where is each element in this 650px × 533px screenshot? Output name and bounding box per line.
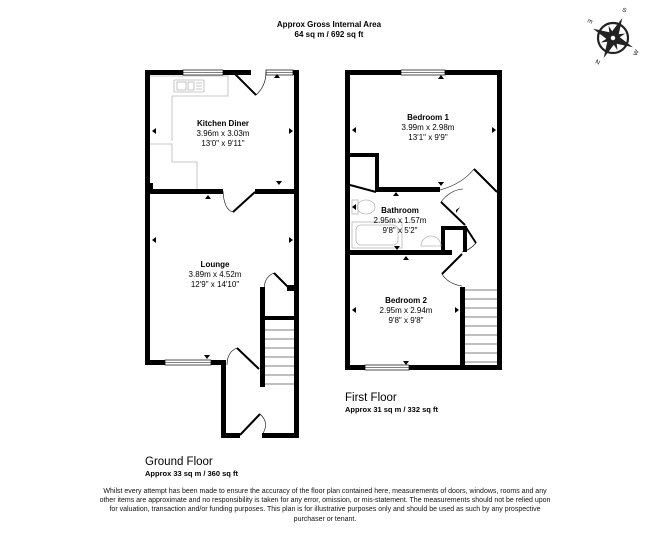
ground-floor-title: Ground Floor xyxy=(145,456,213,468)
room-lounge: Lounge 3.89m x 4.52m 12'9" x 14'10" xyxy=(189,260,242,290)
room-imperial: 13'0" x 9'11" xyxy=(201,139,245,148)
room-name: Bedroom 1 xyxy=(407,113,449,122)
disclaimer-text: Whilst every attempt has been made to en… xyxy=(99,488,551,523)
gross-area-value: 64 sq m / 692 sq ft xyxy=(294,30,364,39)
room-bedroom-2: Bedroom 2 2.95m x 2.94m 9'8" x 9'8" xyxy=(380,296,433,326)
room-metric: 3.96m x 3.03m xyxy=(196,129,250,138)
room-imperial: 13'1" x 9'9" xyxy=(408,133,448,142)
room-imperial: 9'8" x 9'8" xyxy=(388,316,424,325)
room-kitchen-diner: Kitchen Diner 3.96m x 3.03m 13'0" x 9'11… xyxy=(197,119,250,149)
room-name: Bedroom 2 xyxy=(385,296,427,305)
room-name: Lounge xyxy=(200,260,230,269)
room-metric: 3.99m x 2.98m xyxy=(401,123,455,132)
room-bedroom-1: Bedroom 1 3.99m x 2.98m 13'1" x 9'9" xyxy=(402,113,455,143)
room-metric: 3.89m x 4.52m xyxy=(188,270,242,279)
gross-internal-area: Approx Gross Internal Area 64 sq m / 692… xyxy=(0,20,650,40)
room-imperial: 9'8" x 5'2" xyxy=(382,226,418,235)
ground-floor-plan xyxy=(145,69,299,438)
room-name: Kitchen Diner xyxy=(196,119,250,128)
first-floor-caption: First Floor Approx 31 sq m / 332 sq ft xyxy=(345,391,438,415)
first-floor-title: First Floor xyxy=(345,392,397,404)
room-bathroom: Bathroom 2.95m x 1.57m 9'8" x 5'2" xyxy=(374,206,427,236)
room-metric: 2.95m x 1.57m xyxy=(373,216,427,225)
room-imperial: 12'9" x 14'10" xyxy=(190,280,240,289)
room-name: Bathroom xyxy=(381,206,419,215)
first-floor-area: Approx 31 sq m / 332 sq ft xyxy=(345,405,438,414)
first-floor-plan xyxy=(345,69,502,371)
ground-floor-area: Approx 33 sq m / 360 sq ft xyxy=(145,469,238,478)
room-metric: 2.95m x 2.94m xyxy=(379,306,433,315)
gross-area-title: Approx Gross Internal Area xyxy=(276,20,382,29)
ground-floor-caption: Ground Floor Approx 33 sq m / 360 sq ft xyxy=(145,455,238,479)
